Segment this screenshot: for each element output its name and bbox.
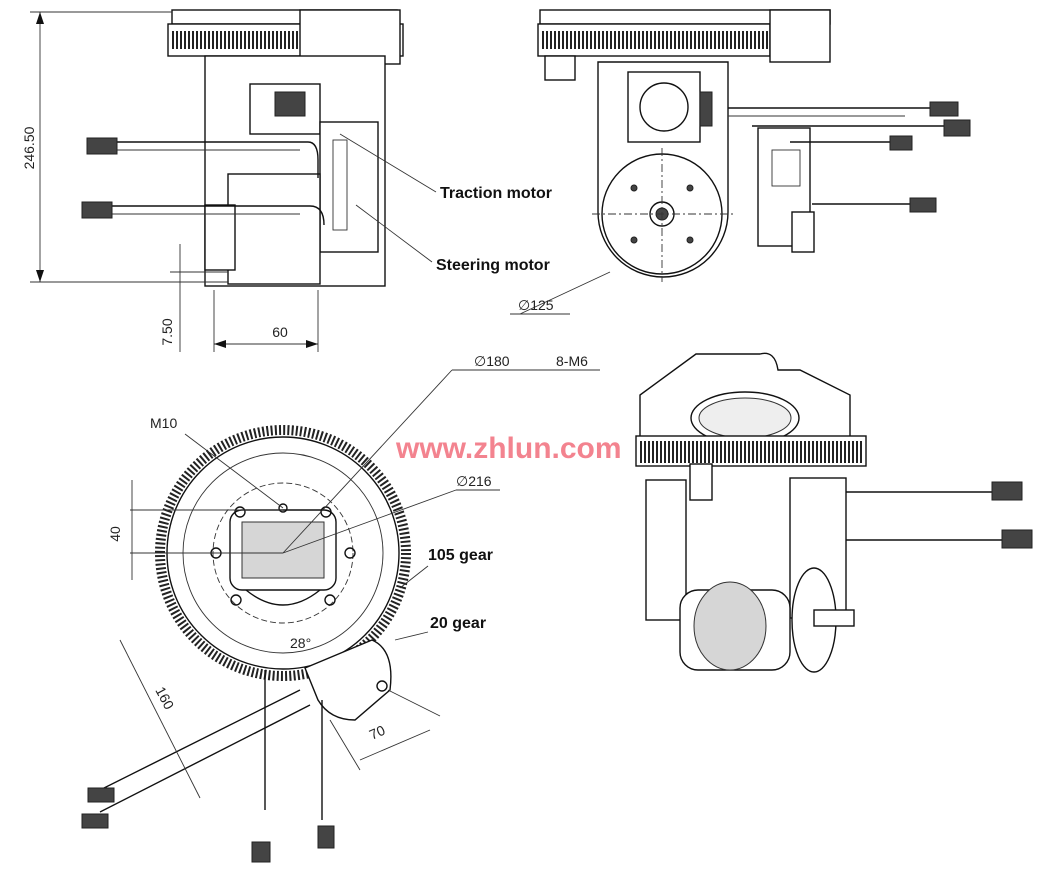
dim-bolt-spec: 8-M6 [556,353,588,369]
dim-offset-40: 40 [107,526,123,542]
dim-angle-28: 28° [290,635,311,651]
dim-offset-bottom: 7.50 [159,318,175,345]
dim-thread-m10: M10 [150,415,177,431]
dim-flange-dia: ∅216 [456,473,492,489]
assembly-render [635,352,1033,673]
callout-gear-20: 20 gear [430,615,486,632]
side-view: 246.50 7.50 60 Traction motor Steering m… [21,9,552,352]
dim-width-60: 60 [272,324,288,340]
dim-length-70: 70 [367,722,388,743]
dim-wheel-dia: ∅125 [518,297,554,313]
callout-steering-motor: Steering motor [436,257,550,274]
top-view: ∅180 8-M6 M10 ∅216 40 28° 160 70 105 gea… [81,353,600,863]
watermark-text: www.zhlun.com [395,432,622,465]
dim-bolt-circle: ∅180 [474,353,510,369]
front-view: ∅125 [510,9,971,315]
dim-height-total: 246.50 [21,126,37,169]
gear-ring-105 [155,425,411,681]
callout-gear-105: 105 gear [428,547,493,564]
dim-length-160: 160 [152,684,177,712]
callout-traction-motor: Traction motor [440,185,552,202]
